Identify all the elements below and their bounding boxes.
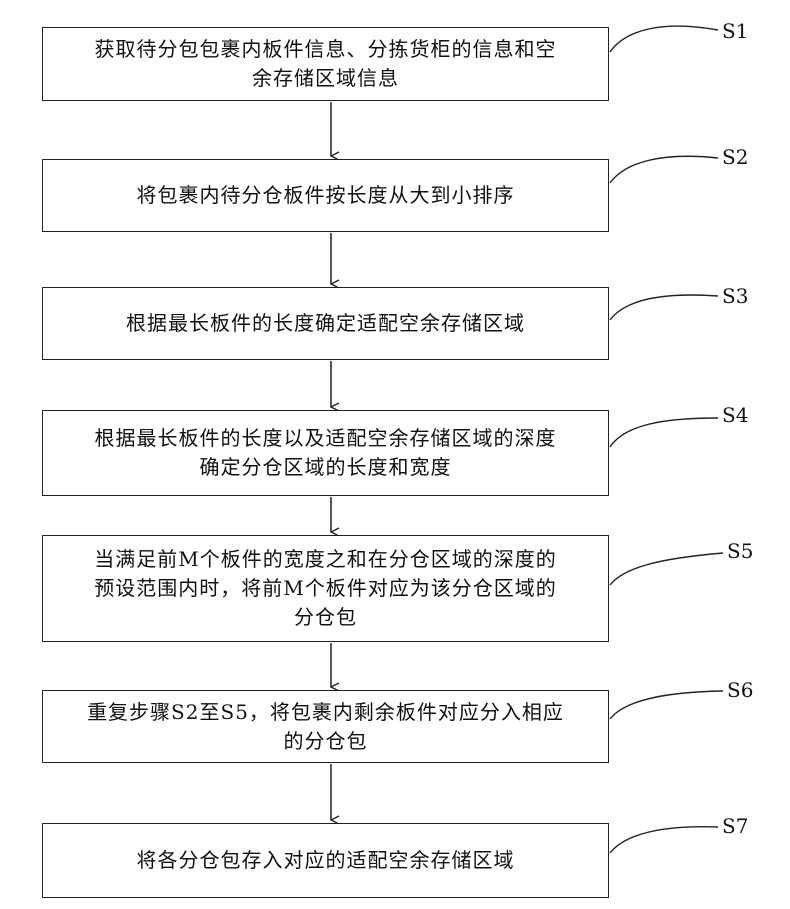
step-text-s6: 重复步骤S2至S5，将包裹内剩余板件对应分入相应 的分仓包 — [87, 698, 564, 756]
step-label-s1: S1 — [722, 20, 748, 42]
step-label-s4: S4 — [722, 404, 748, 426]
leader-line-s5 — [610, 553, 723, 585]
step-box-s6: 重复步骤S2至S5，将包裹内剩余板件对应分入相应 的分仓包 — [42, 690, 609, 763]
step-label-s6: S6 — [727, 679, 753, 701]
leader-line-s4 — [610, 418, 718, 447]
leader-line-s6 — [610, 691, 723, 719]
step-box-s4: 根据最长板件的长度以及适配空余存储区域的深度 确定分仓区域的长度和宽度 — [42, 410, 609, 496]
step-box-s3: 根据最长板件的长度确定适配空余存储区域 — [42, 287, 609, 360]
leader-line-s3 — [610, 295, 718, 320]
leader-line-s2 — [610, 156, 718, 183]
step-text-s5: 当满足前M个板件的宽度之和在分仓区域的深度的 预设范围内时，将前M个板件对应为该… — [94, 545, 556, 632]
leader-line-s7 — [610, 827, 718, 853]
step-box-s7: 将各分仓包存入对应的适配空余存储区域 — [42, 823, 609, 898]
step-label-s5: S5 — [727, 540, 753, 562]
step-label-s2: S2 — [722, 146, 748, 168]
step-text-s1: 获取待分包包裹内板件信息、分拣货柜的信息和空 余存储区域信息 — [95, 35, 557, 93]
step-label-s7: S7 — [722, 815, 748, 837]
leader-line-s1 — [610, 26, 718, 52]
step-box-s1: 获取待分包包裹内板件信息、分拣货柜的信息和空 余存储区域信息 — [42, 27, 609, 101]
step-text-s3: 根据最长板件的长度确定适配空余存储区域 — [126, 309, 525, 338]
step-box-s2: 将包裹内待分仓板件按长度从大到小排序 — [42, 159, 609, 232]
step-box-s5: 当满足前M个板件的宽度之和在分仓区域的深度的 预设范围内时，将前M个板件对应为该… — [42, 535, 609, 642]
step-text-s7: 将各分仓包存入对应的适配空余存储区域 — [137, 846, 515, 875]
step-text-s2: 将包裹内待分仓板件按长度从大到小排序 — [137, 181, 515, 210]
step-text-s4: 根据最长板件的长度以及适配空余存储区域的深度 确定分仓区域的长度和宽度 — [95, 424, 557, 482]
step-label-s3: S3 — [722, 285, 748, 307]
